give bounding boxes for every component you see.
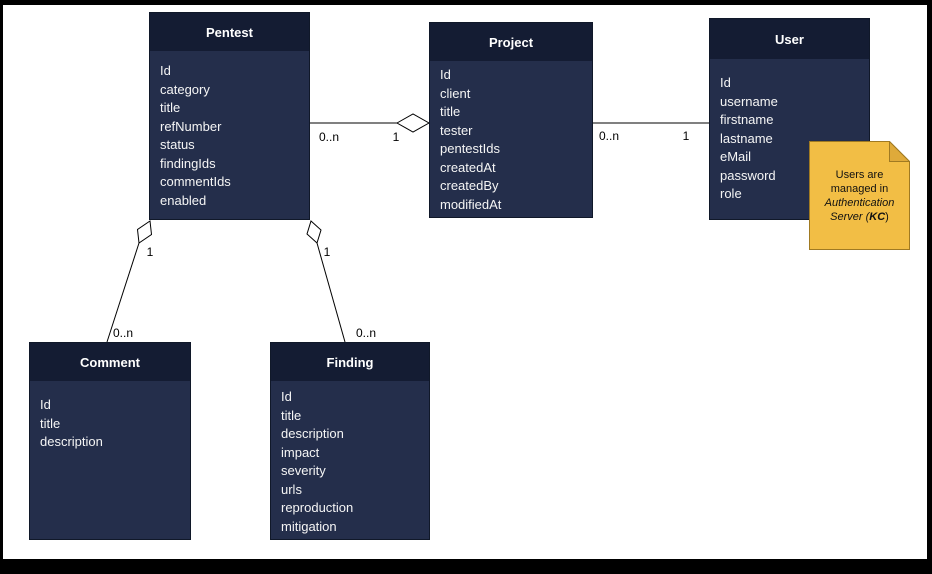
field: urls: [281, 481, 302, 497]
field: Id: [720, 75, 731, 90]
field: severity: [281, 463, 326, 478]
entity-project[interactable]: Project Id client title tester pentestId…: [429, 22, 593, 218]
aggregation-diamond-icon: [306, 220, 322, 244]
field: Id: [40, 397, 51, 412]
field: description: [40, 434, 103, 449]
aggregation-diamond-icon: [395, 113, 431, 133]
multiplicity-label: 0..n: [356, 326, 376, 340]
multiplicity-label: 0..n: [319, 130, 339, 144]
field: mitigation: [281, 518, 337, 534]
entity-user-title: User: [710, 19, 869, 59]
field: title: [40, 415, 61, 431]
field: enabled: [160, 192, 207, 208]
field: createdBy: [440, 178, 499, 193]
field: Id: [440, 67, 451, 82]
field: createdAt: [440, 159, 496, 175]
entity-comment[interactable]: Comment Id title description: [29, 342, 191, 540]
field: client: [440, 85, 471, 101]
connector-pentest-finding: 1 0..n: [306, 220, 376, 343]
field: findingIds: [160, 155, 216, 171]
aggregation-diamond-icon: [136, 220, 153, 244]
field: lastname: [720, 130, 773, 146]
sticky-note-text: Users are managed in Authentication Serv…: [809, 141, 910, 250]
connector-pentest-project: 0..n 1: [310, 113, 431, 144]
sticky-note-shape: [809, 141, 910, 250]
folded-corner-icon: [889, 141, 910, 162]
field: pentestIds: [440, 141, 500, 156]
field: commentIds: [160, 174, 231, 189]
multiplicity-label: 1: [683, 129, 690, 143]
connector-project-user: 0..n 1: [593, 122, 709, 143]
field: username: [720, 93, 778, 109]
field: title: [440, 104, 461, 119]
field: category: [160, 81, 210, 97]
entity-user-fields: Id username firstname lastname eMail pas…: [710, 59, 869, 204]
field: eMail: [720, 149, 752, 164]
entity-project-fields: Id client title tester pentestIds create…: [430, 61, 592, 214]
field: title: [160, 100, 181, 115]
entity-pentest-title: Pentest: [150, 13, 309, 51]
note-line: managed in: [830, 182, 889, 195]
multiplicity-label: 1: [324, 245, 331, 259]
entity-finding-fields: Id title description impact severity url…: [271, 381, 429, 536]
field: tester: [440, 122, 473, 138]
field: password: [720, 167, 776, 183]
note-line: Authentication: [824, 196, 895, 209]
field: Id: [160, 63, 171, 78]
field: modifiedAt: [440, 196, 502, 212]
entity-pentest[interactable]: Pentest Id category title refNumber stat…: [149, 12, 310, 220]
entity-finding[interactable]: Finding Id title description impact seve…: [270, 342, 430, 540]
sticky-note[interactable]: Users are managed in Authentication Serv…: [809, 141, 910, 250]
field: status: [160, 137, 195, 152]
entity-finding-title: Finding: [271, 343, 429, 381]
multiplicity-label: 0..n: [599, 129, 619, 143]
connector-pentest-comment: 1 0..n: [106, 220, 154, 343]
field: title: [281, 407, 302, 423]
field: refNumber: [160, 118, 222, 134]
note-line: Server (KC): [830, 210, 889, 223]
field: description: [281, 426, 344, 441]
entity-project-title: Project: [430, 23, 592, 61]
entity-comment-title: Comment: [30, 343, 190, 381]
note-line: Users are: [835, 168, 884, 181]
field: reproduction: [281, 500, 354, 515]
field: firstname: [720, 112, 774, 127]
multiplicity-label: 1: [147, 245, 154, 259]
entity-comment-fields: Id title description: [30, 381, 190, 452]
field: role: [720, 186, 742, 201]
multiplicity-label: 1: [393, 130, 400, 144]
entity-pentest-fields: Id category title refNumber status findi…: [150, 51, 309, 210]
multiplicity-label: 0..n: [113, 326, 133, 340]
field: impact: [281, 444, 320, 460]
field: Id: [281, 389, 292, 404]
